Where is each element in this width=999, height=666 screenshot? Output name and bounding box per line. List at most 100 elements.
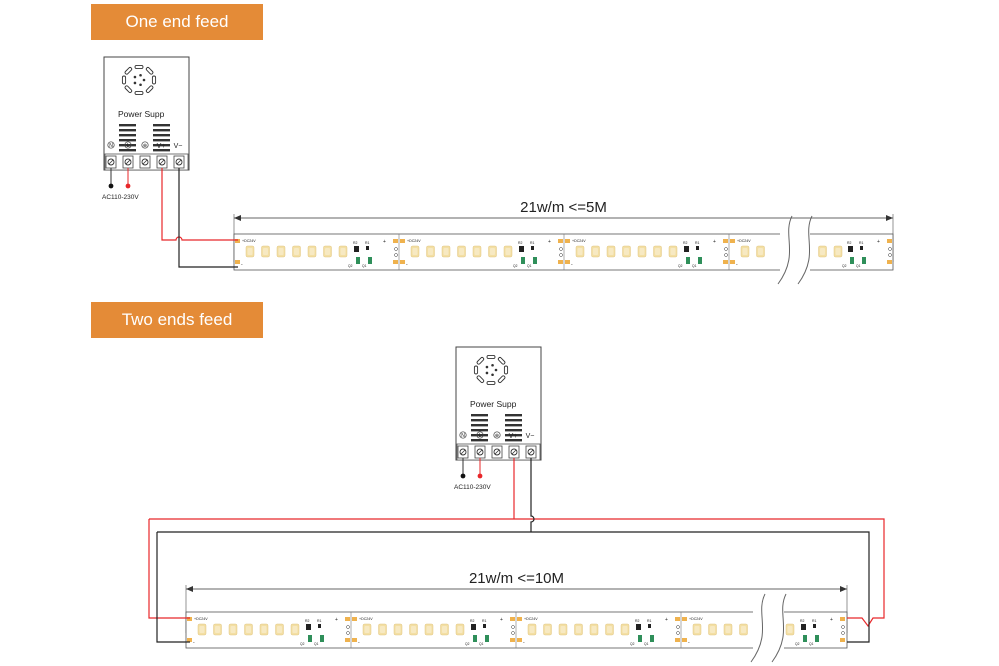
transistor — [862, 257, 866, 264]
led-chip-center — [593, 248, 598, 255]
solder-pad — [345, 617, 350, 621]
minus-label: - — [571, 262, 573, 268]
vent-slot — [476, 357, 485, 365]
terminal-screw-slot — [108, 159, 114, 165]
vent-slot — [121, 75, 127, 85]
minus-label: - — [193, 640, 195, 646]
transistor — [368, 257, 372, 264]
scissors-icon — [394, 253, 398, 257]
ac-terminal-n — [108, 183, 114, 189]
transistor — [320, 635, 324, 642]
terminal-screw — [527, 448, 535, 456]
scissors-icon — [724, 247, 728, 251]
voltage-label: +DC24V — [359, 617, 373, 621]
terminal-screw-slot — [494, 449, 500, 455]
resistor-label: R2 — [470, 619, 475, 623]
vent-hole — [491, 363, 494, 367]
plus-label: + — [830, 617, 833, 623]
minus-label: - — [241, 262, 243, 268]
terminal-label: ⊕ — [495, 433, 499, 439]
ac-voltage-label: AC110-230V — [454, 484, 491, 491]
terminal-label: ⊕ — [143, 143, 147, 149]
led-chip-center — [505, 248, 511, 255]
vent-hole — [139, 73, 142, 77]
solder-pad — [675, 638, 680, 642]
terminal-screw-slot — [159, 159, 165, 165]
terminal-label: V+ — [157, 143, 166, 150]
vent-hole — [485, 371, 489, 375]
plus-label: + — [500, 617, 503, 623]
vent-hole — [142, 78, 146, 82]
vent-hole — [133, 75, 137, 79]
led-chip-center — [278, 248, 284, 255]
terminal-symbol-ring — [459, 431, 467, 439]
transistor-label: Q1 — [692, 264, 697, 268]
grille-slot — [153, 129, 170, 132]
strip-pcb — [185, 611, 848, 649]
led-chip-center — [309, 248, 315, 255]
led-chip-center — [277, 626, 282, 633]
resistor-label: R2 — [847, 241, 852, 245]
plus-label: + — [335, 617, 338, 623]
dimension-arrow-left — [186, 586, 193, 592]
negative-wire-left — [156, 532, 190, 643]
terminal-screw-slot — [460, 449, 466, 455]
ac-terminal-n — [460, 473, 466, 479]
terminal-screw — [493, 448, 501, 456]
transistor — [815, 635, 819, 642]
led-chip-center — [670, 248, 676, 255]
power-supply-label: Power Supp — [470, 399, 517, 409]
resistor — [318, 624, 321, 628]
solder-pad — [682, 638, 687, 642]
solder-pad — [235, 260, 240, 264]
vent-hole — [494, 368, 498, 372]
scissors-icon — [511, 631, 515, 635]
section-label-one-end-feed: One end feed — [91, 4, 263, 40]
transistor-label: Q1 — [856, 264, 861, 268]
grille-slot — [471, 439, 488, 442]
led-chip-center — [261, 626, 267, 633]
voltage-label: +DC24V — [194, 617, 208, 621]
led-chip-center — [607, 626, 612, 633]
minus-label: - — [736, 262, 738, 268]
vent-hole — [485, 365, 489, 369]
break-mark — [797, 215, 813, 285]
led-chip-center — [655, 248, 660, 255]
resistor-label: R2 — [518, 241, 523, 245]
transistor-label: Q2 — [465, 642, 470, 646]
minus-label: - — [523, 640, 525, 646]
transistor-label: Q1 — [644, 642, 649, 646]
grille-slot — [471, 424, 488, 427]
resistor — [696, 246, 699, 250]
transistor — [473, 635, 477, 642]
break-mark — [777, 215, 793, 285]
vent-hole — [139, 83, 142, 87]
terminal-screw-slot — [125, 159, 131, 165]
led-chip-center — [529, 626, 535, 633]
solder-pad — [235, 239, 240, 243]
transistor — [485, 635, 489, 642]
solder-pad — [345, 638, 350, 642]
vent-slot — [497, 375, 506, 383]
resistor — [483, 624, 486, 628]
resistor — [366, 246, 369, 250]
solder-pad — [510, 617, 515, 621]
resistor — [636, 624, 641, 630]
vent-slot — [124, 85, 133, 93]
transistor-label: Q2 — [630, 642, 635, 646]
terminal-symbol-ring — [493, 431, 501, 439]
solder-pad — [730, 260, 735, 264]
resistor — [531, 246, 534, 250]
vent-slot — [486, 380, 496, 386]
vent-slot — [486, 354, 496, 360]
resistor-label: R1 — [317, 619, 322, 623]
vent-slot — [145, 85, 154, 93]
led-chip-center — [395, 626, 401, 633]
resistor-label: R2 — [353, 241, 358, 245]
vent-hole — [491, 373, 494, 377]
grille-slot — [505, 424, 522, 427]
resistor — [860, 246, 863, 250]
led-chip-center — [591, 626, 597, 633]
solder-pad — [352, 617, 357, 621]
